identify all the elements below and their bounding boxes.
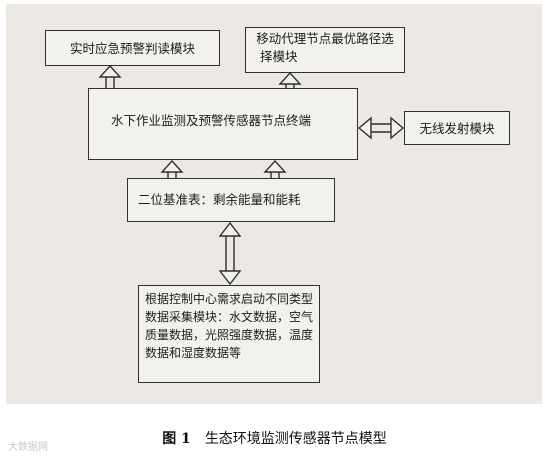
data-collection-module-label: 根据控制中心需求启动不同类型数据采集模块：水文数据，空气质量数据，光照强度数据，…: [145, 292, 314, 360]
arrow-table-collect: [218, 221, 242, 286]
mobile-agent-path-module-label-line1: 移动代理节点最优路径选: [256, 31, 394, 46]
realtime-warning-module-box: 实时应急预警判读模块: [45, 30, 220, 66]
wireless-transmit-module-box: 无线发射模块: [404, 111, 510, 145]
arrow-table-to-terminal-left: [160, 159, 184, 178]
baseline-table-box: 二位基准表：剩余能量和能耗: [127, 178, 335, 222]
arrow-terminal-to-mobile: [278, 71, 302, 88]
arrow-terminal-wireless: [357, 116, 405, 140]
mobile-agent-path-module-label-line2: 择模块: [260, 49, 298, 64]
arrow-table-to-terminal-right: [263, 159, 287, 178]
data-collection-module-box: 根据控制中心需求启动不同类型数据采集模块：水文数据，空气质量数据，光照强度数据，…: [138, 285, 320, 383]
sensor-node-terminal-box: 水下作业监测及预警传感器节点终端: [88, 88, 358, 160]
watermark: 大数据网: [8, 442, 48, 453]
figure-number: 图 1: [162, 431, 191, 447]
arrow-terminal-to-realtime: [98, 64, 122, 88]
figure-caption: 图 1 生态环境监测传感器节点模型: [0, 428, 549, 448]
wireless-transmit-module-label: 无线发射模块: [419, 120, 495, 136]
mobile-agent-path-module-box: 移动代理节点最优路径选 择模块: [245, 27, 405, 73]
realtime-warning-module-label: 实时应急预警判读模块: [69, 40, 195, 56]
baseline-table-label: 二位基准表：剩余能量和能耗: [138, 192, 301, 207]
figure-title: 生态环境监测传感器节点模型: [204, 431, 387, 447]
sensor-node-terminal-label: 水下作业监测及预警传感器节点终端: [111, 113, 312, 128]
